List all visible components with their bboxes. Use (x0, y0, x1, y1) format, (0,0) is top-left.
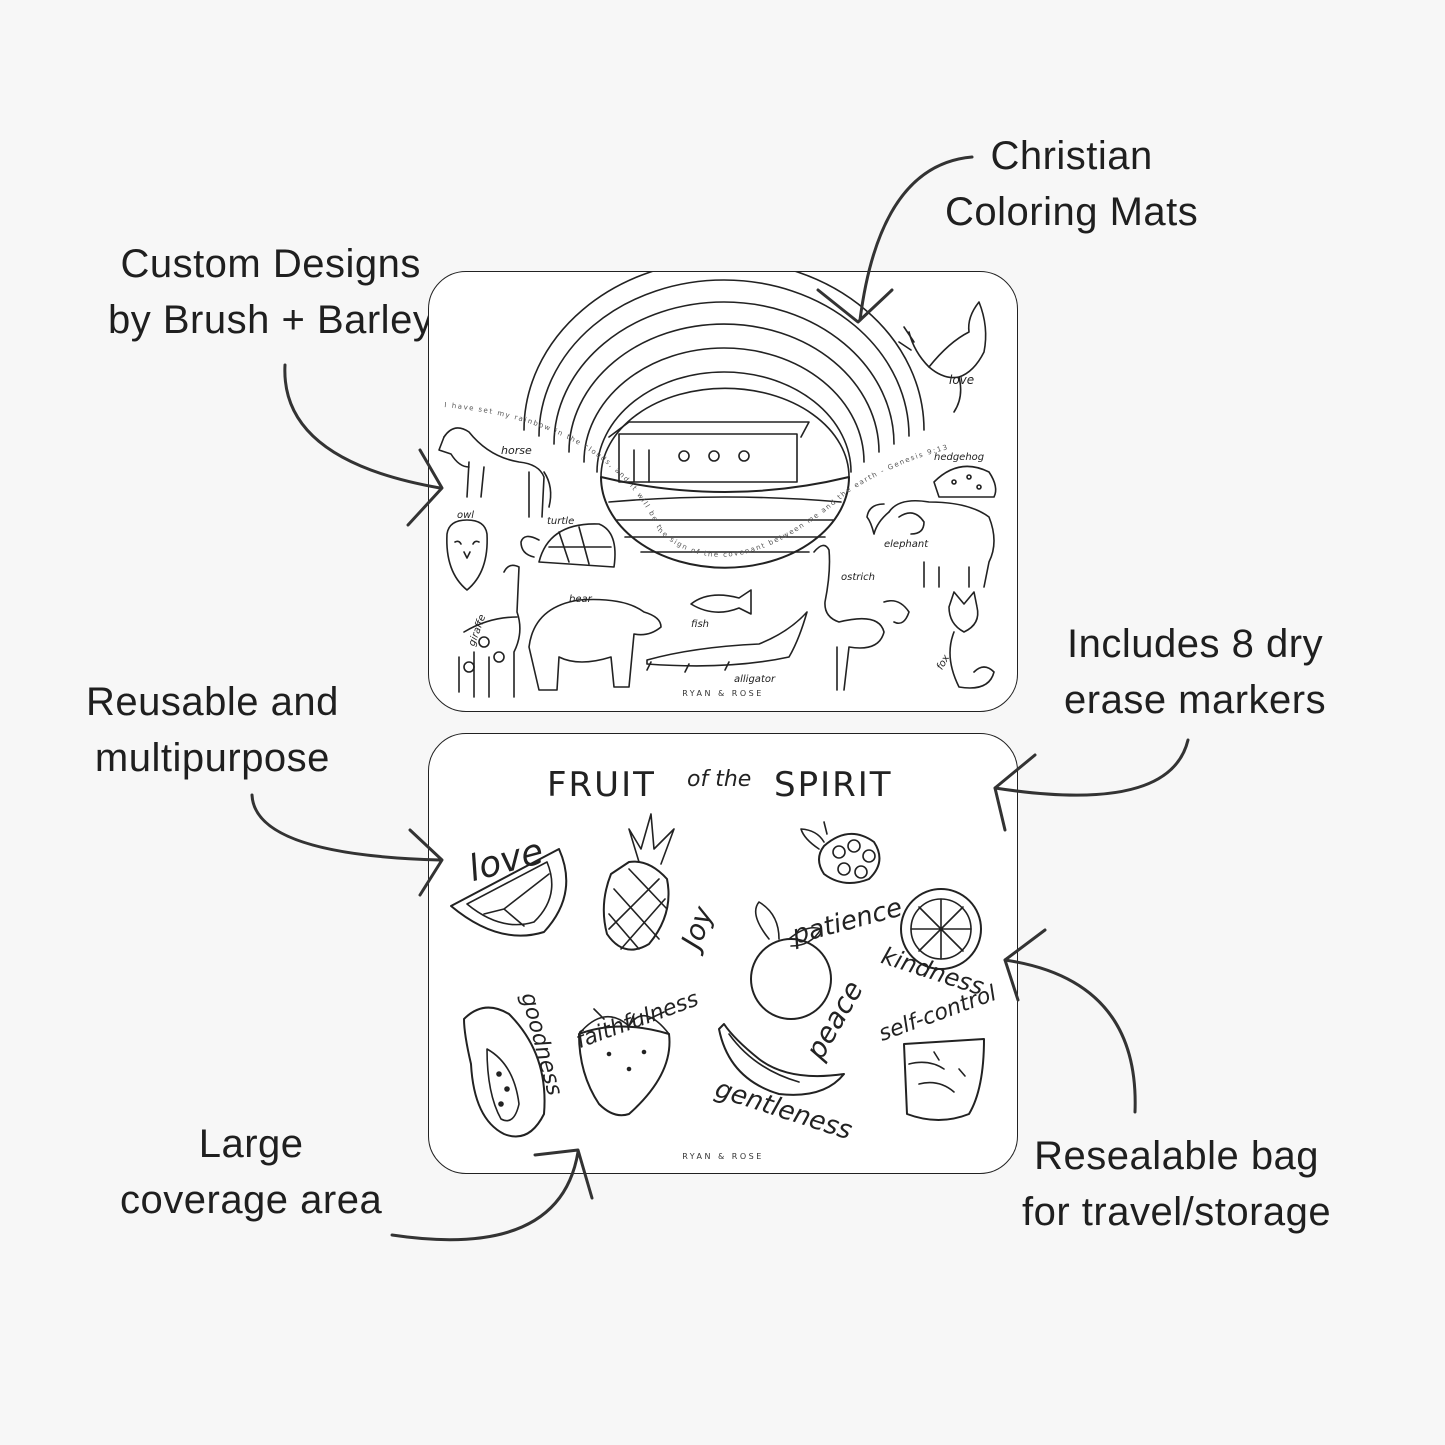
mat-title-fruit: FRUIT (547, 765, 656, 805)
arrow-christian (858, 155, 974, 322)
callout-reusable: Reusable and multipurpose (86, 674, 339, 786)
citrus-illustration (900, 888, 982, 970)
callout-line: for travel/storage (1022, 1190, 1332, 1234)
callout-line: coverage area (120, 1178, 383, 1222)
callout-line: Christian (990, 134, 1153, 178)
callout-line: by Brush + Barley (108, 298, 434, 342)
arrowhead-icon (993, 753, 1037, 832)
arrow-custom (283, 363, 442, 490)
owl-label: owl (457, 510, 474, 521)
callout-line: erase markers (1064, 678, 1327, 722)
arrow-large (390, 1150, 580, 1242)
brand-mark: RYAN & ROSE (682, 1152, 764, 1161)
callout-line: multipurpose (94, 736, 330, 780)
turtle-illustration (520, 523, 616, 568)
elephant-illustration (866, 499, 995, 588)
arrow-reusable (250, 793, 442, 862)
bear-label: bear (569, 594, 593, 605)
dove-illustration (898, 301, 987, 413)
pineapple-illustration (602, 813, 675, 951)
papaya-illustration (463, 1006, 546, 1138)
ostrich-illustration (813, 544, 910, 691)
callout-custom-designs: Custom Designs by Brush + Barley (108, 236, 433, 348)
callout-line: Coloring Mats (945, 190, 1199, 234)
callout-line: Reusable and (86, 680, 339, 724)
noahs-ark-coloring-mat: love I have set my rainbow in the clouds… (428, 271, 1018, 712)
watermelon-illustration (903, 1038, 985, 1121)
arrowhead-icon (1003, 928, 1047, 1002)
bear-illustration (528, 598, 662, 691)
raspberry-illustration (800, 821, 881, 884)
arrow-bag (1003, 958, 1137, 1114)
callout-resealable-bag: Resealable bag for travel/storage (1022, 1128, 1331, 1240)
orange-slice-illustration (450, 848, 568, 937)
banana-illustration (718, 1023, 845, 1096)
ark-illustration (600, 387, 850, 569)
arrowhead-icon (816, 288, 894, 324)
arrowhead-icon (406, 448, 444, 527)
fox-illustration (948, 591, 995, 689)
horse-illustration (438, 427, 552, 518)
brand-mark: RYAN & ROSE (682, 689, 764, 698)
strawberry-illustration (578, 1008, 671, 1117)
callout-christian-coloring-mats: Christian Coloring Mats (945, 128, 1198, 240)
mat-title-spirit: SPIRIT (774, 765, 893, 805)
callout-line: Includes 8 dry (1067, 622, 1324, 666)
horse-label: horse (501, 444, 532, 457)
giraffe-illustration (458, 564, 521, 698)
fish-label: fish (691, 619, 709, 630)
hedgehog-illustration (933, 465, 997, 498)
alligator-illustration (646, 611, 808, 673)
turtle-label: turtle (547, 516, 574, 527)
callout-dry-erase-markers: Includes 8 dry erase markers (1064, 616, 1326, 728)
arrowhead-icon (533, 1148, 594, 1200)
fish-illustration (690, 589, 752, 615)
alligator-label: alligator (734, 674, 776, 685)
orange-illustration (750, 901, 832, 1020)
mat-title-of-the: of the (687, 767, 751, 792)
callout-line: Custom Designs (120, 242, 421, 286)
callout-large-coverage: Large coverage area (120, 1116, 382, 1228)
callout-line: Resealable bag (1034, 1134, 1320, 1178)
fruit-of-the-spirit-coloring-mat: FRUIT of the SPIRIT love Joy patience (428, 733, 1018, 1174)
dove-label: love (949, 373, 974, 387)
callout-line: Large (198, 1122, 304, 1166)
arrow-markers (993, 738, 1190, 797)
owl-illustration (446, 519, 488, 591)
arrowhead-icon (408, 828, 444, 897)
rainbow-illustration (523, 272, 925, 473)
ostrich-label: ostrich (841, 572, 875, 583)
elephant-label: elephant (884, 539, 929, 550)
hedgehog-label: hedgehog (934, 452, 984, 463)
